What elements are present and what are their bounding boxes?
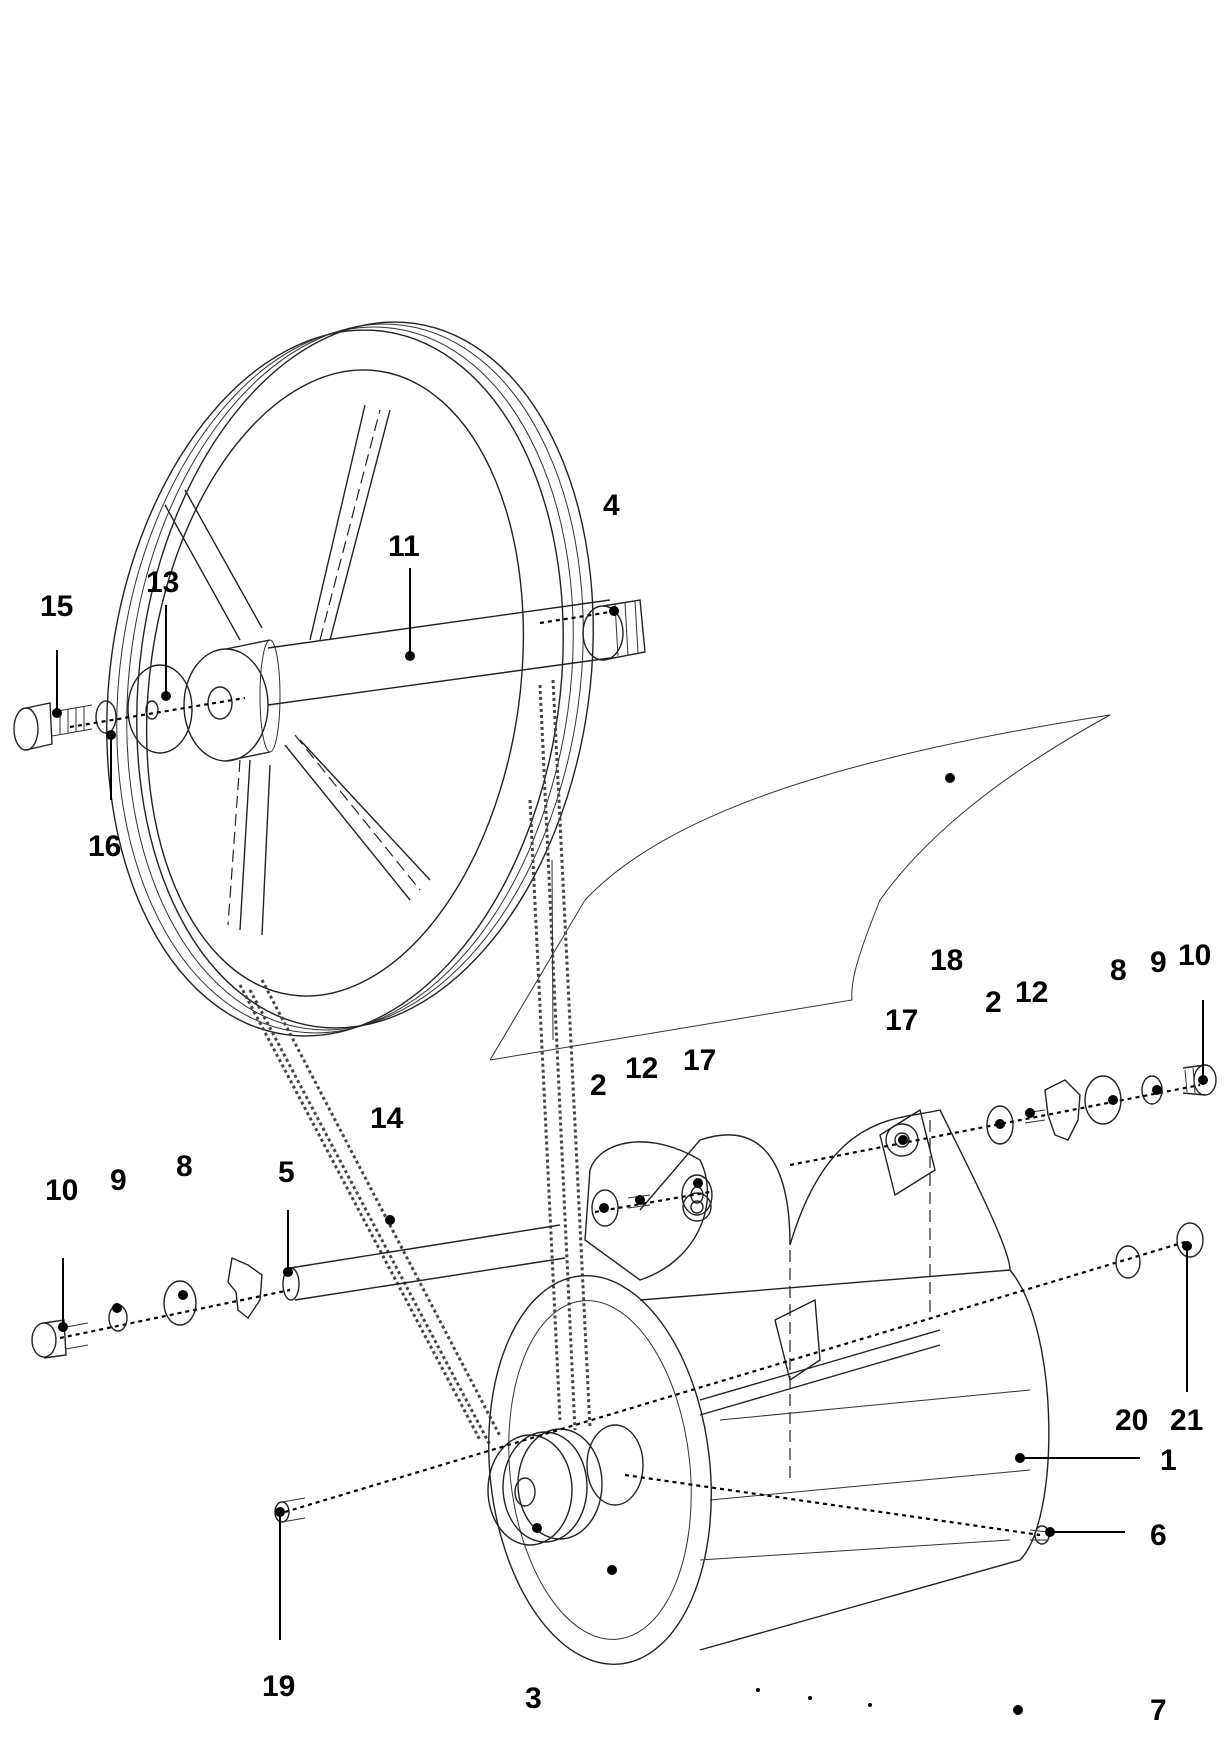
pulley-bolt [13, 702, 93, 751]
alternator-pulley [487, 1424, 644, 1546]
callout-6: 6 [1150, 1519, 1167, 1552]
left-bolt [31, 1319, 89, 1359]
pulley-axis-left [69, 696, 246, 729]
pulley-shaft [267, 599, 611, 706]
left-flat-washer [163, 1280, 197, 1326]
callout-13: 13 [146, 566, 179, 599]
drive-belt [238, 679, 592, 1446]
callout-16: 16 [88, 830, 121, 863]
callout-5: 5 [278, 1156, 295, 1189]
small-washer [95, 700, 117, 734]
callout-2-middle: 2 [590, 1069, 607, 1102]
nut-21 [1176, 1222, 1204, 1258]
pulley-axis-right [539, 610, 611, 625]
callout-2-right: 2 [985, 986, 1002, 1019]
callout-8-left: 8 [176, 1150, 193, 1183]
callout-14: 14 [370, 1102, 404, 1135]
left-bolt-axis [59, 1288, 291, 1340]
washer-21a [1115, 1245, 1141, 1279]
callout-17-middle: 17 [683, 1044, 716, 1077]
callout-17-right: 17 [885, 1004, 918, 1037]
callout-8-right: 8 [1110, 954, 1127, 987]
callout-9-left: 9 [110, 1164, 127, 1197]
callout-3: 3 [525, 1682, 542, 1715]
callout-21: 21 [1170, 1404, 1203, 1437]
large-pulley-wheel [106, 321, 594, 1037]
alternator-body [488, 1108, 1050, 1665]
callout-12-middle: 12 [625, 1052, 658, 1085]
middle-axis [594, 1190, 711, 1214]
callout-1: 1 [1160, 1444, 1177, 1477]
callout-20: 20 [1115, 1404, 1148, 1437]
callouts: 1 2 2 3 4 5 6 7 8 8 9 9 10 10 11 12 12 1… [40, 489, 1211, 1727]
callout-9-right: 9 [1150, 946, 1167, 979]
hub-spacer [127, 664, 193, 754]
callout-12-right: 12 [1015, 976, 1048, 1009]
through-bolt [699, 1329, 941, 1416]
callout-7: 7 [1150, 1694, 1167, 1727]
belt-guard-plate [489, 714, 1111, 1061]
screw-6-axis [624, 1473, 1041, 1537]
callout-10-right: 10 [1178, 939, 1211, 972]
callout-15: 15 [40, 590, 73, 623]
left-adjuster-bracket [227, 1256, 263, 1320]
callout-19: 19 [262, 1670, 295, 1703]
upper-right-axis [789, 1083, 1201, 1167]
callout-4: 4 [603, 489, 620, 522]
leader-points [52, 606, 1208, 1715]
callout-18: 18 [930, 944, 963, 977]
screw-19 [274, 1497, 306, 1523]
right-hardware [986, 1064, 1217, 1145]
callout-11: 11 [388, 530, 420, 563]
tension-bar [282, 1224, 566, 1301]
callout-10-left: 10 [45, 1174, 78, 1207]
leader-lines [56, 568, 1204, 1640]
through-bolt-axis [284, 1240, 1186, 1514]
